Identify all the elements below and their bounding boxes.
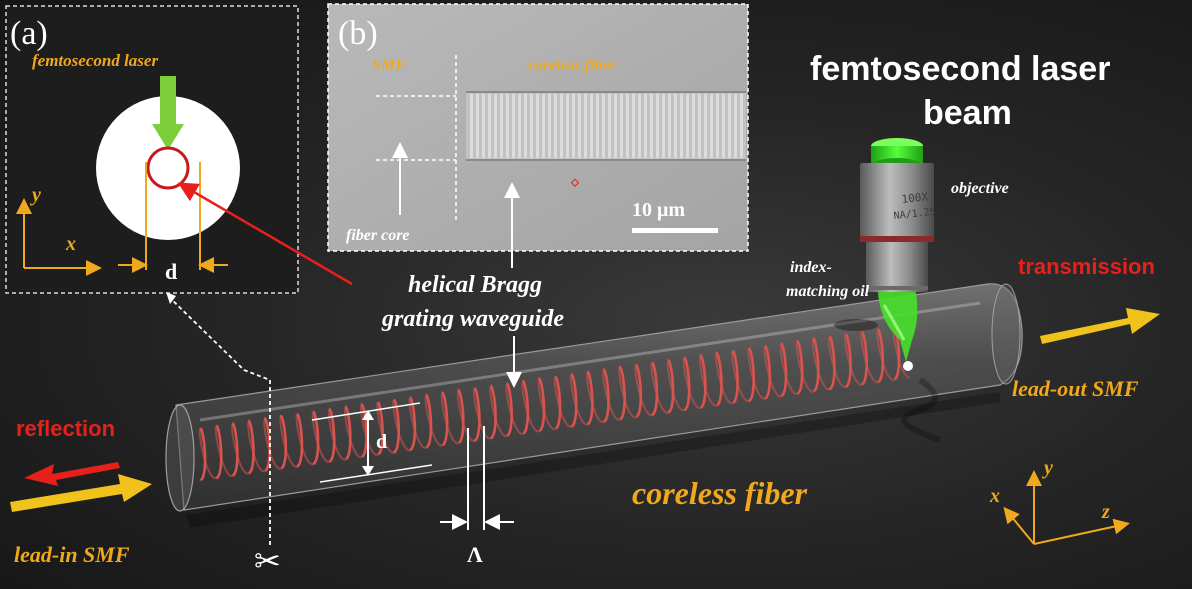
transmission-arrow — [1040, 308, 1160, 344]
grating-stripe — [680, 94, 683, 158]
objective-label: objective — [951, 180, 1009, 197]
period-label: Λ — [467, 542, 483, 567]
grating-stripe — [554, 94, 557, 158]
helix-diameter-label: d — [376, 431, 387, 453]
grating-stripe — [692, 94, 695, 158]
grating-stripe — [572, 94, 575, 158]
grating-stripe — [728, 94, 731, 158]
input-arrow — [10, 474, 152, 512]
reflection-label: reflection — [16, 416, 115, 441]
lead-in-label: lead-in SMF — [14, 542, 130, 567]
helix-front — [199, 325, 901, 481]
helical-bragg-grating — [198, 325, 910, 482]
grating-stripe — [602, 94, 605, 158]
objective-marking-1: 100X — [901, 190, 929, 206]
panel-a-diameter: d — [165, 259, 177, 284]
scissors-icon: ✂ — [254, 542, 281, 580]
grating-stripe — [518, 94, 521, 158]
scale-bar-label: 10 μm — [632, 199, 685, 221]
grating-stripe — [548, 94, 551, 158]
grating-stripe — [620, 94, 623, 158]
fiber-core-label: fiber core — [346, 227, 410, 244]
grating-stripe — [710, 94, 713, 158]
fiber-cross-section — [96, 96, 240, 240]
grating-stripe — [722, 94, 725, 158]
grating-stripe — [542, 94, 545, 158]
grating-stripe — [488, 94, 491, 158]
grating-stripe — [614, 94, 617, 158]
grating-stripe — [650, 94, 653, 158]
panel-b-micrograph: (b) SMF coreless fiber fiber core 10 μm — [327, 3, 749, 252]
panel-b-coreless-label: coreless fiber — [528, 57, 616, 74]
grating-stripe — [494, 94, 497, 158]
grating-stripe — [566, 94, 569, 158]
panel-b-smf-label: SMF — [372, 57, 406, 74]
grating-stripe — [470, 94, 473, 158]
axis-y-label: y — [1042, 457, 1053, 479]
grating-stripe — [500, 94, 503, 158]
xyz-axes: y z x — [989, 457, 1130, 545]
grating-stripe — [716, 94, 719, 158]
grating-stripe — [674, 94, 677, 158]
grating-stripe — [524, 94, 527, 158]
laser-arrow — [160, 76, 176, 130]
oil-label-1: index- — [790, 259, 832, 276]
grating-stripe — [536, 94, 539, 158]
grating-stripe — [734, 94, 737, 158]
laser-beam-title-2: beam — [923, 94, 1012, 132]
grating-stripe — [668, 94, 671, 158]
panel-a: (a) femtosecond laser d y x — [5, 5, 299, 294]
coreless-fiber-label: coreless fiber — [632, 475, 808, 511]
grating-stripe — [506, 94, 509, 158]
oil-label-2: matching oil — [786, 283, 870, 300]
grating-stripe — [560, 94, 563, 158]
scale-bar — [632, 228, 718, 233]
femtosecond-laser-label: femtosecond laser — [32, 51, 158, 70]
objective-lens: 100X NA/1.25 — [834, 138, 941, 443]
grating-stripe — [476, 94, 479, 158]
grating-stripe — [482, 94, 485, 158]
axis-z-label: z — [1101, 501, 1110, 523]
grating-stripe — [638, 94, 641, 158]
reflection-arrow — [24, 462, 120, 486]
grating-stripe — [698, 94, 701, 158]
axis-x-label: x — [989, 485, 1000, 507]
grating-stripe — [578, 94, 581, 158]
panel-a-axis-x: x — [65, 233, 76, 255]
laser-beam-title-1: femtosecond laser — [810, 50, 1110, 88]
grating-stripe — [644, 94, 647, 158]
grating-stripe — [632, 94, 635, 158]
grating-stripe — [704, 94, 707, 158]
panel-b-tag: (b) — [338, 15, 378, 52]
grating-stripe — [656, 94, 659, 158]
grating-stripe — [626, 94, 629, 158]
grating-stripe — [530, 94, 533, 158]
transmission-label: transmission — [1018, 254, 1155, 279]
panel-a-tag: (a) — [10, 15, 48, 52]
grating-stripe — [740, 94, 743, 158]
grating-label-2: grating waveguide — [381, 306, 564, 332]
grating-label-1: helical Bragg — [408, 272, 542, 298]
grating-stripes — [470, 94, 743, 158]
pointer-arrow — [177, 182, 353, 286]
lead-out-label: lead-out SMF — [1012, 376, 1139, 401]
grating-stripe — [596, 94, 599, 158]
grating-stripe — [686, 94, 689, 158]
grating-stripe — [584, 94, 587, 158]
grating-stripe — [590, 94, 593, 158]
panel-a-axis-y: y — [30, 184, 41, 206]
helix-cross-section — [146, 146, 190, 190]
coreless-fiber-body — [165, 283, 1023, 528]
grating-stripe — [512, 94, 515, 158]
grating-stripe — [608, 94, 611, 158]
grating-stripe — [662, 94, 665, 158]
objective-marking-2: NA/1.25 — [893, 207, 936, 222]
